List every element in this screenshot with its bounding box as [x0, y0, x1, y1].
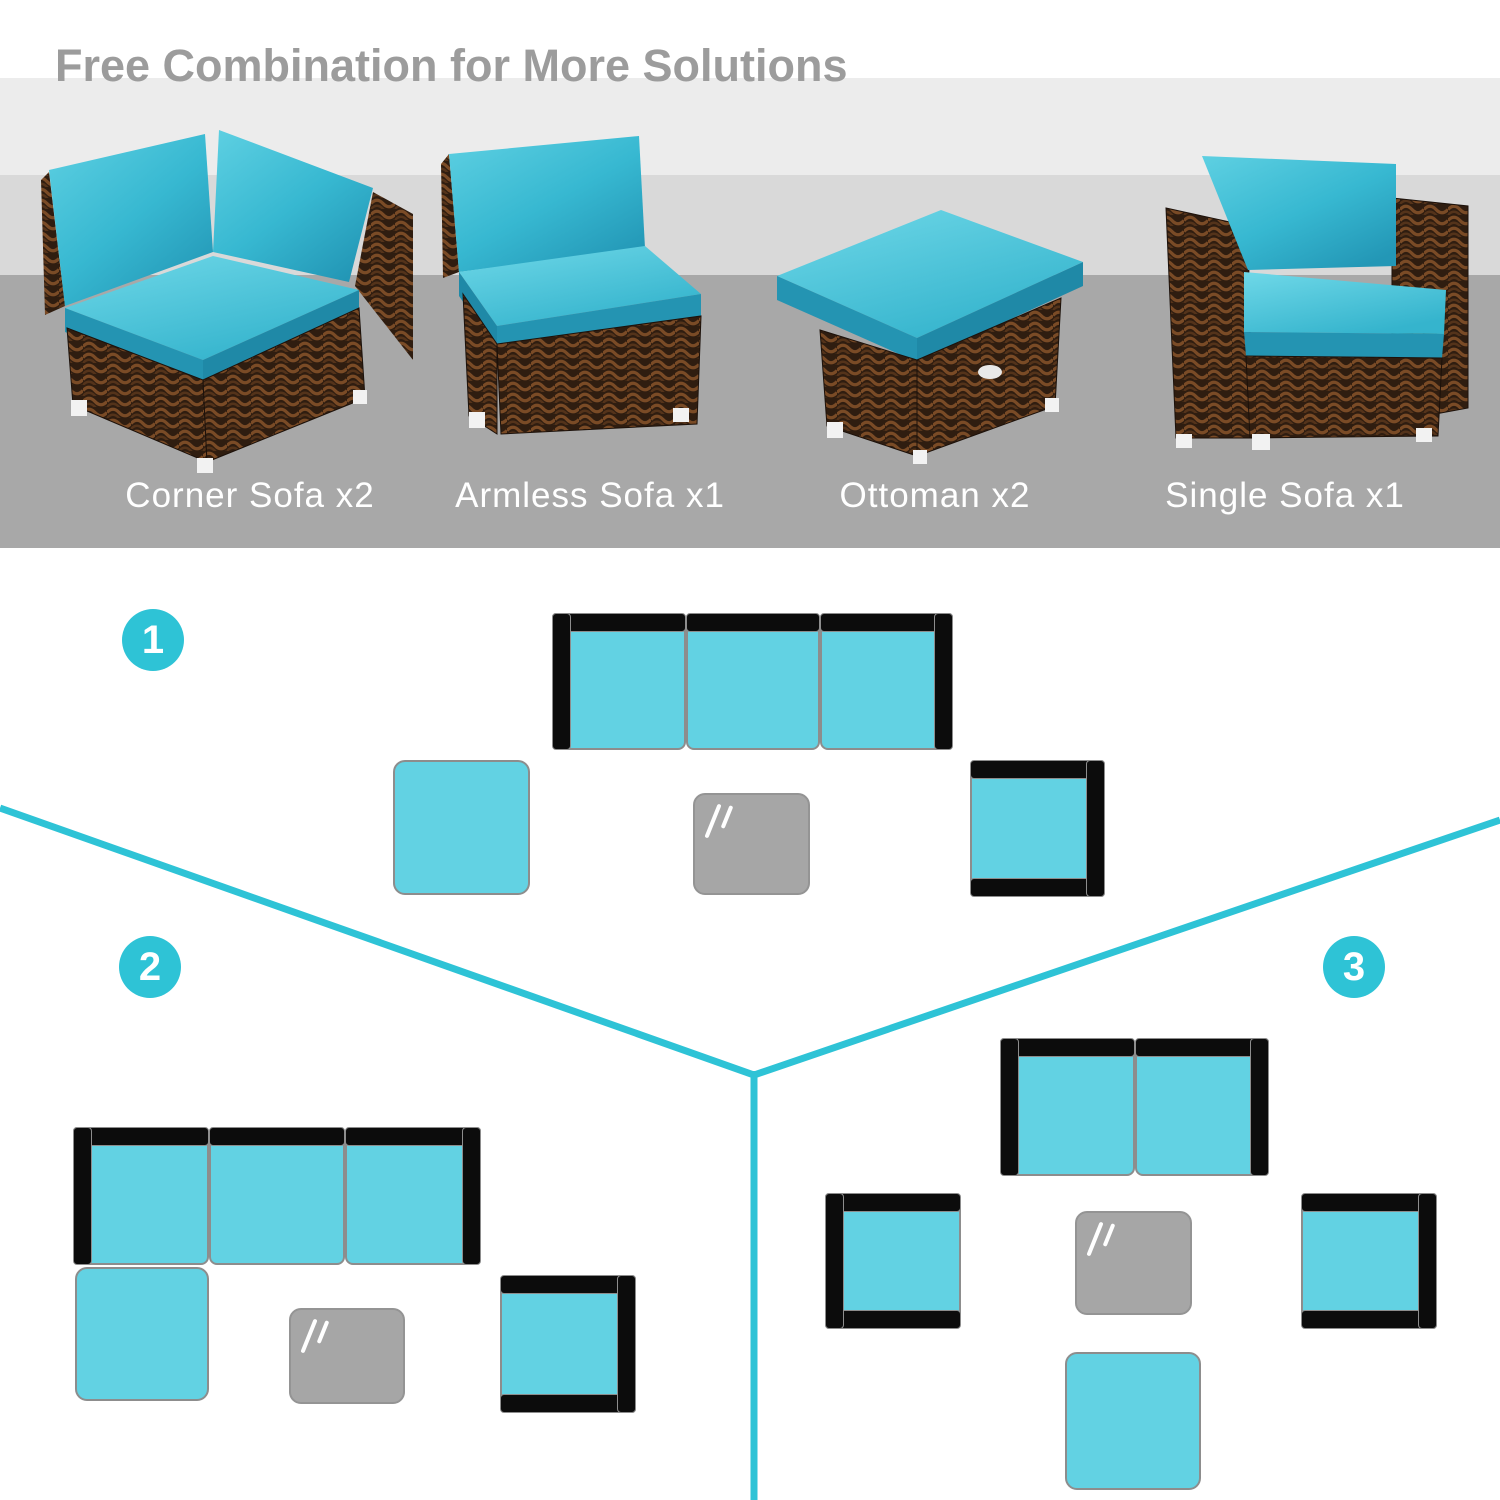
page-title: Free Combination for More Solutions — [55, 40, 848, 91]
ottoman-top-view — [393, 760, 530, 895]
sofa-back-bar — [209, 1127, 345, 1146]
sofa-back-bar — [1000, 1038, 1135, 1057]
sofa-back-bar — [552, 613, 686, 632]
sofa-arm-bar — [1301, 1193, 1437, 1212]
sofa-back-bar — [345, 1127, 481, 1146]
ottoman-chaise-top-view — [75, 1267, 209, 1401]
sofa-back-bar — [1418, 1193, 1437, 1329]
sofa-arm-bar — [1301, 1310, 1437, 1329]
sofa-arm-bar — [934, 613, 953, 750]
armless-sofa-top-view — [209, 1127, 345, 1265]
combination-2-badge: 2 — [119, 936, 181, 998]
sofa-arm-bar — [825, 1310, 961, 1329]
single-sofa-top-view — [500, 1275, 636, 1413]
coffee-table-top-view — [693, 793, 810, 895]
armchair-top-view-facing-left — [1301, 1193, 1437, 1329]
glass-reflection-icon — [1086, 1221, 1104, 1257]
corner-sofa-top-view — [820, 613, 953, 750]
sofa-arm-bar — [462, 1127, 481, 1265]
coffee-table-top-view — [1075, 1211, 1192, 1315]
background-band-white — [0, 0, 1500, 78]
single-sofa-photo — [1165, 156, 1469, 450]
corner-sofa-top-view — [1135, 1038, 1269, 1176]
sofa-arm-bar — [825, 1193, 961, 1212]
coffee-table-top-view — [289, 1308, 405, 1404]
sofa-arm-bar — [500, 1275, 636, 1294]
sofa-back-bar — [825, 1193, 844, 1329]
ottoman-photo — [777, 210, 1083, 464]
sofa-back-bar — [617, 1275, 636, 1413]
armless-sofa-photo — [441, 136, 702, 435]
combination-3-badge: 3 — [1323, 936, 1385, 998]
corner-sofa-top-view — [1000, 1038, 1135, 1176]
glass-reflection-icon — [704, 803, 722, 839]
sofa-arm-bar — [1250, 1038, 1269, 1176]
product-label-corner-sofa: Corner Sofa x2 — [125, 476, 375, 515]
armless-sofa-top-view — [686, 613, 820, 750]
product-label-single-sofa: Single Sofa x1 — [1165, 476, 1405, 515]
corner-sofa-photo — [41, 130, 413, 473]
glass-reflection-icon — [720, 805, 734, 829]
product-label-ottoman: Ottoman x2 — [839, 476, 1031, 515]
single-sofa-top-view — [970, 760, 1105, 897]
sofa-back-bar — [1086, 760, 1105, 897]
sofa-arm-bar — [500, 1394, 636, 1413]
corner-sofa-top-view — [552, 613, 686, 750]
combination-1-badge: 1 — [122, 609, 184, 671]
sofa-arm-bar — [1000, 1038, 1019, 1176]
ottoman-top-view — [1065, 1352, 1201, 1490]
glass-reflection-icon — [300, 1318, 318, 1354]
glass-reflection-icon — [316, 1320, 330, 1344]
sofa-arm-bar — [73, 1127, 92, 1265]
sofa-back-bar — [73, 1127, 209, 1146]
sofa-arm-bar — [970, 878, 1105, 897]
sofa-back-bar — [1135, 1038, 1269, 1057]
sofa-arm-bar — [552, 613, 571, 750]
product-label-armless-sofa: Armless Sofa x1 — [455, 476, 725, 515]
corner-sofa-top-view — [345, 1127, 481, 1265]
sofa-arm-bar — [970, 760, 1105, 779]
glass-reflection-icon — [1102, 1223, 1116, 1247]
corner-sofa-top-view — [73, 1127, 209, 1265]
armchair-top-view-facing-right — [825, 1193, 961, 1329]
sofa-back-bar — [686, 613, 820, 632]
